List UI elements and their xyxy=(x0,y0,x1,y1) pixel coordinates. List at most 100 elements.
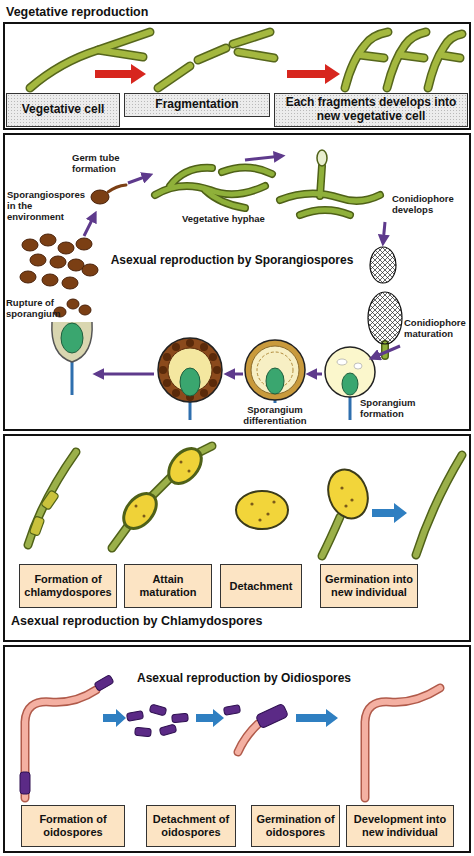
cycle-arrow xyxy=(84,214,95,236)
step-label: Detachment of oidospores xyxy=(150,813,232,838)
cycle-arrow xyxy=(245,156,282,160)
step-label: Each fragments develops into new vegetat… xyxy=(278,96,464,124)
sporangiospore xyxy=(79,305,91,315)
sporangium xyxy=(325,347,375,397)
panel-heading: Vegetative reproduction xyxy=(6,5,306,20)
step-label: Attain maturation xyxy=(128,573,208,598)
sporangium xyxy=(52,322,92,362)
sporangium xyxy=(251,346,299,394)
spore-dot xyxy=(266,512,269,515)
spore-dot xyxy=(340,486,343,489)
panel-frame: Vegetative reproductionVegetative cellFr… xyxy=(3,22,471,130)
vegetative-hyphae xyxy=(317,150,327,166)
cycle-arrow xyxy=(372,346,400,358)
chlamydospore-hypha xyxy=(28,446,462,556)
spore-dot xyxy=(188,470,191,473)
sporangiospore xyxy=(91,190,109,204)
stage-label: Conidiophore maturation xyxy=(404,318,468,340)
step-box: Detachment xyxy=(220,564,302,608)
step-label: Germination into new individual xyxy=(324,573,414,598)
sporangium xyxy=(172,389,180,397)
step-box: Detachment of oidospores xyxy=(146,805,236,847)
spore-dot xyxy=(350,498,353,501)
pink-hypha xyxy=(25,688,440,798)
step-label: Fragmentation xyxy=(155,98,238,112)
sporangium xyxy=(71,362,74,395)
stage-label: Sporangium differentiation xyxy=(230,405,320,427)
sporangium xyxy=(266,368,284,394)
step-box: Germination of oidospores xyxy=(251,805,340,847)
stage-label: Rupture of sporangium xyxy=(6,298,66,320)
chlamydospore-hypha xyxy=(28,446,462,556)
oidiospore xyxy=(255,703,288,728)
chlamydospore xyxy=(29,516,45,536)
step-box: Germination into new individual xyxy=(320,564,418,608)
panel-heading: Asexual reproduction by Oidiospores xyxy=(109,671,379,685)
blue-arrow xyxy=(196,709,224,727)
spore-dot xyxy=(258,518,261,521)
sporangium xyxy=(61,323,83,353)
step-label: Germination of oidospores xyxy=(255,813,336,838)
oidiospore xyxy=(126,711,143,722)
cycle-arrow xyxy=(84,156,400,374)
step-label: Formation of chlamydospores xyxy=(23,573,113,598)
sporangiospore xyxy=(67,299,79,309)
panel-frame: Asexual reproduction by Sporangiospores xyxy=(3,133,471,431)
chlamydospore xyxy=(162,442,208,489)
spore-dot xyxy=(272,500,275,503)
sporangium xyxy=(245,340,305,400)
step-box: Vegetative cell xyxy=(6,93,120,127)
sporangiospore xyxy=(58,242,74,254)
sporangium xyxy=(337,359,347,365)
blue-arrow xyxy=(296,709,338,727)
step-box: Formation of chlamydospores xyxy=(19,564,117,608)
oidiospore xyxy=(94,675,114,692)
spore-dot xyxy=(143,515,146,518)
sporangium xyxy=(158,338,222,402)
sporangiospore xyxy=(40,234,56,246)
oidiospore xyxy=(20,675,289,794)
oidiospore xyxy=(135,727,152,736)
step-box: Fragmentation xyxy=(124,93,270,117)
sporangium xyxy=(186,393,194,401)
panel-frame: Asexual reproduction by Chlamydospores Fo… xyxy=(3,434,471,642)
step-label: Development into new individual xyxy=(350,813,450,838)
panel-frame: Asexual reproduction by OidiosporesForma… xyxy=(3,645,471,853)
panel-heading: Asexual reproduction by Sporangiospores xyxy=(92,253,372,267)
oidiospore xyxy=(159,724,177,736)
sporangium xyxy=(209,379,217,387)
sporangiospore xyxy=(42,274,58,286)
blue-arrow xyxy=(372,503,407,523)
conidiophore-mesh xyxy=(370,247,396,283)
spore-dot xyxy=(180,461,183,464)
sporangium xyxy=(159,366,167,374)
panel-heading: Asexual reproduction by Chlamydospores xyxy=(11,614,431,629)
germ-tube xyxy=(108,185,126,192)
spore-dot xyxy=(344,504,347,507)
red-arrow xyxy=(287,64,340,84)
sporangium xyxy=(180,368,200,396)
sporangium xyxy=(213,366,221,374)
sporangium xyxy=(163,353,171,361)
sporangium xyxy=(200,389,208,397)
stage-label: Conidiophore develops xyxy=(392,194,468,216)
step-box: Formation of oidospores xyxy=(21,805,125,847)
sporangiospore xyxy=(82,264,98,276)
stage-label: Germ tube formation xyxy=(72,153,148,175)
chlamydospore xyxy=(236,491,288,529)
cycle-arrow xyxy=(309,373,322,376)
sporangium xyxy=(349,397,352,420)
cycle-arrow xyxy=(383,222,385,243)
sporangiospore xyxy=(30,254,46,266)
stage-label: Vegetative hyphae xyxy=(182,214,282,225)
step-box: Each fragments develops into new vegetat… xyxy=(274,93,468,127)
stage-label: Sporangiospores in the environment xyxy=(7,190,85,223)
blue-arrow xyxy=(103,709,338,727)
sporangium xyxy=(172,343,180,351)
green-hypha xyxy=(30,32,462,88)
green-hypha xyxy=(30,32,462,88)
cycle-arrow xyxy=(96,373,154,376)
stage-label: Sporangium formation xyxy=(360,398,432,420)
sporangium xyxy=(342,373,358,395)
